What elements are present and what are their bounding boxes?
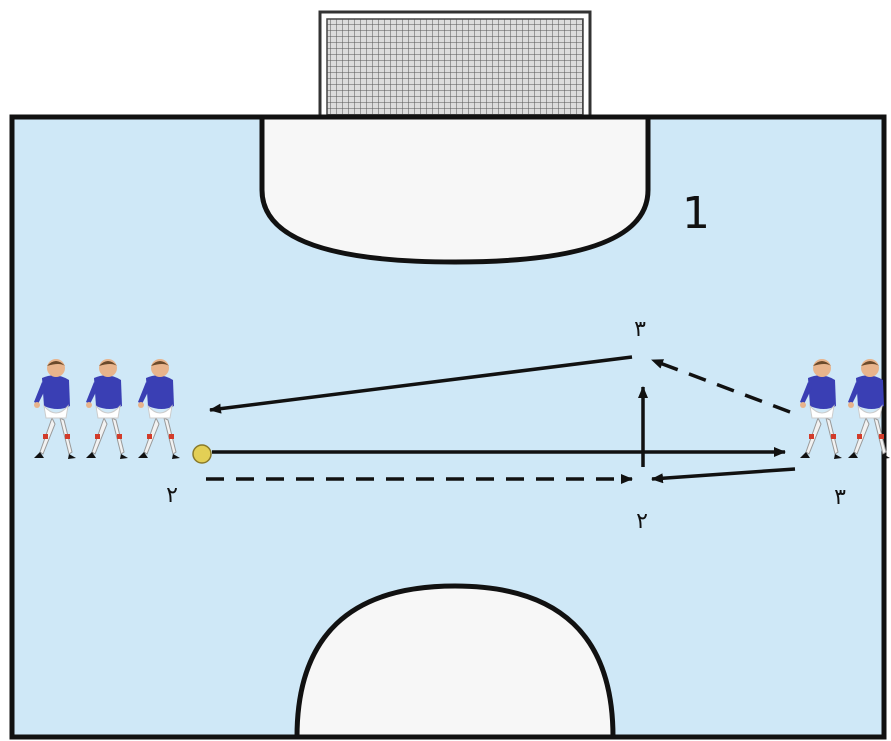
movement-arrows — [206, 355, 796, 484]
center-circle-arc — [294, 583, 616, 740]
position-label-bottom-center: ٢ — [636, 509, 648, 534]
penalty-area — [259, 114, 651, 265]
ball-icon — [192, 444, 212, 464]
run-arrow-dashed-diagonal — [651, 358, 791, 414]
position-label-top-center: ٣ — [634, 317, 646, 342]
goal-net-icon — [318, 10, 592, 120]
position-label-left: ٢ — [166, 483, 178, 508]
zone-label: 1 — [682, 188, 710, 239]
position-label-right: ٣ — [834, 485, 846, 510]
pass-arrow-back-left — [209, 355, 633, 414]
pass-arrow-return-left — [651, 467, 796, 484]
